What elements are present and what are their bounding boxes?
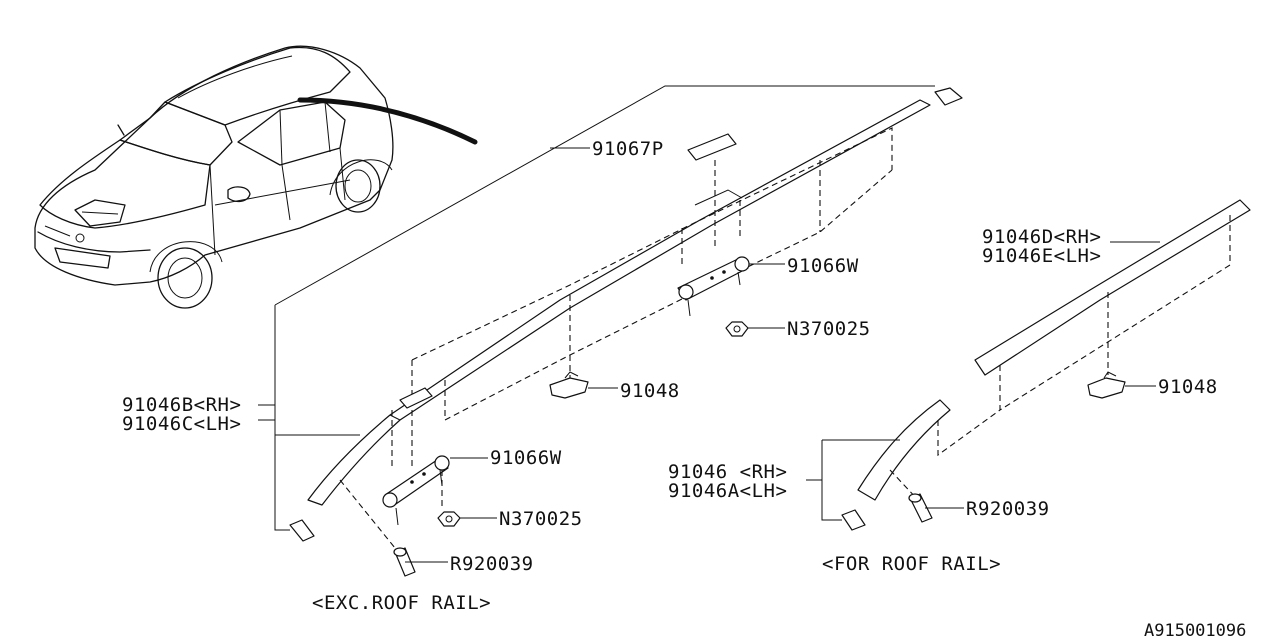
label-91067p: 91067P — [592, 138, 664, 160]
label-n370025-upper: N370025 — [787, 318, 871, 340]
car-illustration — [34, 45, 478, 309]
label-r920039-left: R920039 — [450, 553, 534, 575]
caption-exc-roof-rail: <EXC.ROOF RAIL> — [312, 592, 491, 614]
diagram-id: A915001096 — [1144, 621, 1246, 640]
label-91066w-upper: 91066W — [787, 255, 859, 277]
label-91046d-rh: 91046D<RH> — [982, 226, 1101, 248]
label-91046a-lh: 91046A<LH> — [668, 480, 787, 502]
label-91046-rh: 91046 <RH> — [668, 461, 787, 483]
for-roof-rail-assembly — [806, 199, 1251, 531]
label-91046c-lh: 91046C<LH> — [122, 413, 241, 435]
label-91048-right: 91048 — [1158, 376, 1218, 398]
exc-roof-rail-assembly — [258, 85, 963, 577]
label-n370025-lower: N370025 — [499, 508, 583, 530]
label-91046b-rh: 91046B<RH> — [122, 394, 241, 416]
label-91046e-lh: 91046E<LH> — [982, 245, 1101, 267]
label-r920039-right: R920039 — [966, 498, 1050, 520]
label-91048-center: 91048 — [620, 380, 680, 402]
caption-for-roof-rail: <FOR ROOF RAIL> — [822, 553, 1001, 575]
label-91066w-lower: 91066W — [490, 447, 562, 469]
